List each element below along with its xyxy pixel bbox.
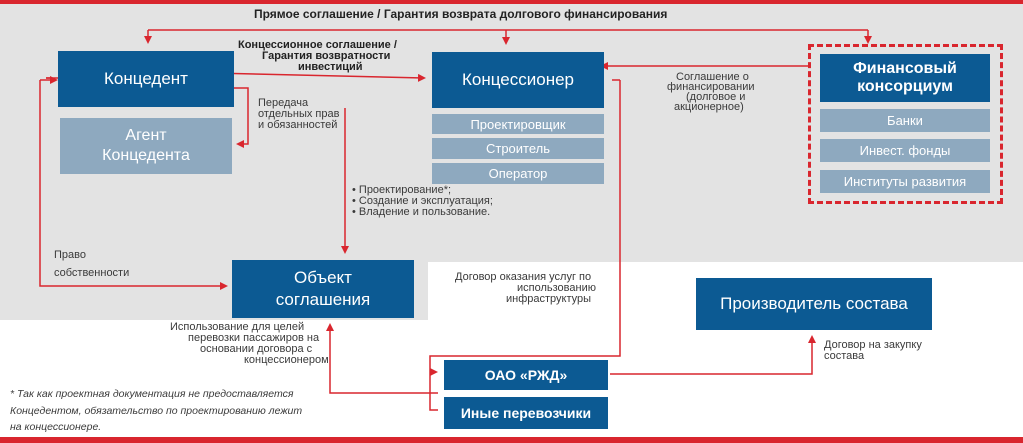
financing-label-line1: Соглашение о [676, 71, 749, 83]
institutes-box: Институты развития [820, 170, 990, 193]
consortium-label-line2: консорциум [857, 78, 953, 95]
top-agreement-label: Прямое соглашение / Гарантия возврата до… [254, 7, 668, 21]
purchase-label-line2: состава [824, 350, 865, 362]
designer-label: Проектировщик [470, 116, 566, 132]
operator-label: Оператор [488, 166, 548, 181]
other-carriers-label: Иные перевозчики [460, 405, 592, 421]
builder-box: Строитель [432, 138, 604, 159]
banks-label: Банки [887, 113, 923, 128]
transfer-label-line2: отдельных прав [258, 108, 340, 120]
usage-label-line1: Использование для целей [170, 321, 305, 333]
agreement-object-box: Объект соглашения [232, 260, 414, 318]
ownership-label-line1: Право [54, 249, 86, 261]
transfer-label-line3: и обязанностей [258, 119, 338, 131]
consortium-label-line1: Финансовый [853, 60, 957, 77]
consortium-box: Финансовый консорциум [820, 54, 990, 102]
purchase-label-line1: Договор на закупку [824, 339, 922, 351]
grantor-agent-label-line1: Агент [125, 127, 167, 144]
grantor-agent-box: Агент Концедента [60, 118, 232, 174]
footnote-line1: * Так как проектная документация не пред… [10, 388, 294, 400]
financing-label-line4: акционерное) [674, 101, 744, 113]
concessionaire-box: Концессионер [432, 52, 604, 108]
designer-box: Проектировщик [432, 114, 604, 134]
banks-box: Банки [820, 109, 990, 132]
footnote-line2: Концедентом, обязательство по проектиров… [10, 405, 303, 417]
service-contract-label-line1: Договор оказания услуг по [455, 271, 592, 283]
usage-label-line3: основании договора с [200, 343, 313, 355]
rzd-box: ОАО «РЖД» [444, 360, 608, 390]
bottom-accent-line [0, 437, 1023, 443]
duty-build-operate: • Создание и эксплуатация; [352, 195, 493, 207]
consortium-dashed-frame [808, 44, 1003, 204]
transfer-label-line1: Передача [258, 97, 309, 109]
ownership-label-line2: собственности [54, 267, 130, 279]
funds-box: Инвест. фонды [820, 139, 990, 162]
concession-agreement-label-line3: инвестиций [298, 61, 363, 73]
grantor-box: Концедент [58, 51, 234, 107]
agreement-object-label-line2: соглашения [275, 290, 371, 309]
concessionaire-label: Концессионер [462, 70, 574, 89]
grantor-label: Концедент [104, 69, 188, 88]
usage-label-line2: перевозки пассажиров на [188, 332, 320, 344]
footnote-line3: на концессионере. [10, 421, 102, 433]
service-contract-label-line2: использованию [517, 282, 596, 294]
other-carriers-box: Иные перевозчики [444, 397, 608, 429]
operator-box: Оператор [432, 163, 604, 184]
rzd-label: ОАО «РЖД» [484, 367, 568, 383]
builder-label: Строитель [485, 141, 551, 156]
concession-agreement-label-line1: Концессионное соглашение / [238, 39, 397, 51]
duty-design: • Проектирование*; [352, 184, 452, 196]
manufacturer-label: Производитель состава [720, 294, 908, 313]
usage-label-line4: концессионером [244, 354, 329, 366]
financing-label-line3: (долговое и [686, 91, 746, 103]
financing-label-line2: финансировании [667, 81, 755, 93]
manufacturer-box: Производитель состава [696, 278, 932, 330]
grantor-agent-label-line2: Концедента [102, 147, 190, 164]
top-accent-line [0, 0, 1023, 4]
institutes-label: Институты развития [843, 174, 967, 189]
service-contract-label-line3: инфраструктуры [506, 293, 592, 305]
agreement-object-label-line1: Объект [294, 268, 352, 287]
concession-agreement-label-line2: Гарантия возвратности [262, 50, 391, 62]
duty-own-use: • Владение и пользование. [352, 206, 491, 218]
funds-label: Инвест. фонды [859, 143, 951, 158]
